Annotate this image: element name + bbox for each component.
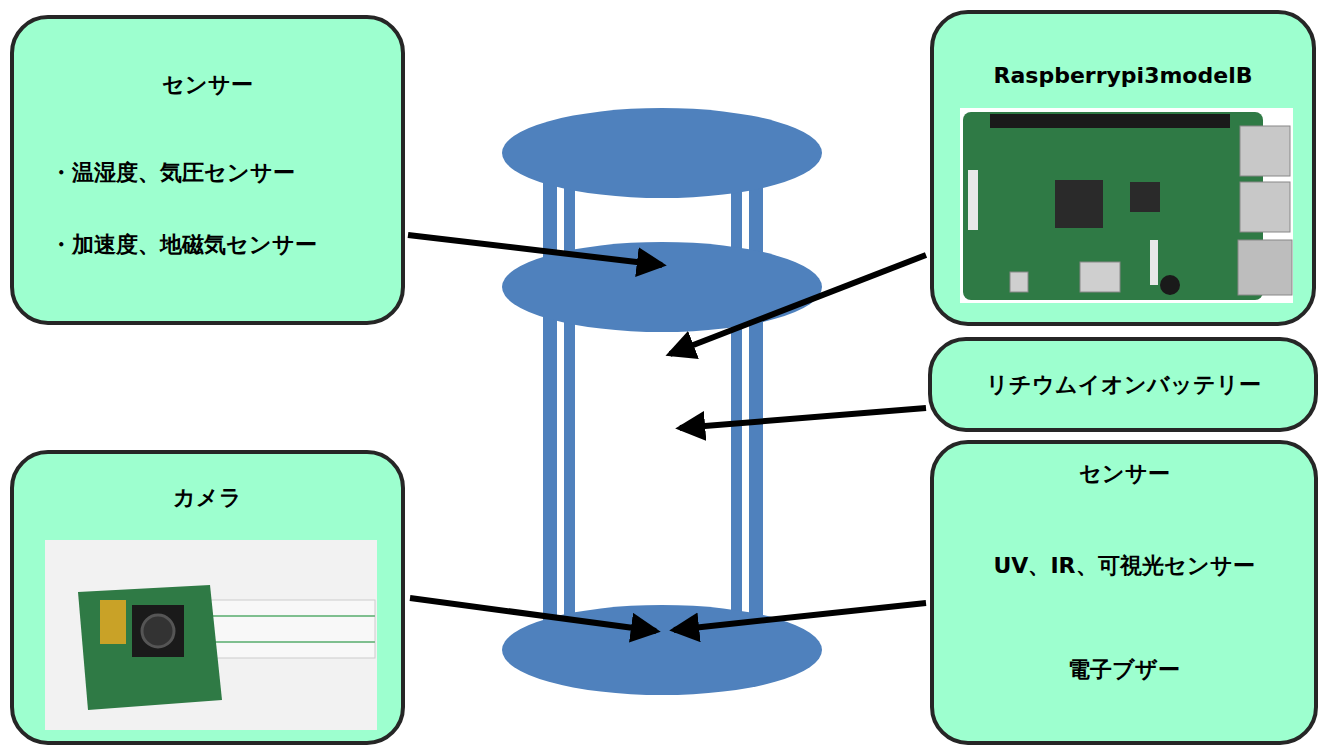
- display-connector: [968, 170, 978, 230]
- sensor-box: センサー・温湿度、気圧センサー・加速度、地磁気センサー: [10, 15, 405, 325]
- camera-lens: [142, 615, 174, 647]
- flex-connector: [100, 600, 126, 644]
- sensor-box: センサー UV、IR、可視光センサー電子ブザー: [930, 440, 1318, 745]
- ethernet-port: [1238, 240, 1292, 295]
- photo-ground: [45, 540, 377, 730]
- box-heading: センサー: [934, 460, 1314, 489]
- camera-board: [78, 585, 222, 710]
- pcb-board: [963, 112, 1263, 300]
- box-text: ・温湿度、気圧センサー: [50, 159, 295, 188]
- hdmi-port: [1080, 262, 1120, 292]
- board-box: Raspberrypi3modelB: [930, 10, 1316, 326]
- camera-box: カメラ: [10, 450, 405, 745]
- camera-connector: [1150, 240, 1158, 285]
- leader-arrow: [670, 255, 926, 354]
- box-heading: リチウムイオンバッテリー: [932, 371, 1314, 400]
- support-rod: [749, 180, 763, 640]
- leader-arrow: [674, 603, 926, 630]
- support-rod: [564, 180, 575, 640]
- gpio-header: [990, 114, 1230, 128]
- box-heading: カメラ: [14, 484, 401, 513]
- soc-chip: [1055, 180, 1103, 228]
- photo-ground: [960, 108, 1293, 303]
- leader-arrow: [408, 235, 662, 265]
- top-plate: [502, 108, 822, 198]
- leader-arrow: [680, 408, 926, 428]
- camera-module: [132, 605, 184, 657]
- box-heading: センサー: [14, 71, 401, 100]
- box-heading: Raspberrypi3modelB: [934, 62, 1312, 91]
- ribbon-stripe: [200, 641, 375, 643]
- usb-chip: [1130, 182, 1160, 212]
- usb-port: [1240, 182, 1290, 232]
- box-text: ・加速度、地磁気センサー: [50, 231, 317, 260]
- box-text: 電子ブザー: [934, 656, 1314, 685]
- middle-plate: [502, 242, 822, 332]
- leader-arrow: [410, 598, 656, 631]
- power-port: [1010, 272, 1028, 292]
- ribbon-stripe: [200, 615, 375, 617]
- usb-port: [1240, 126, 1290, 176]
- camera-photo: [45, 540, 377, 730]
- raspberry-pi-photo: [960, 108, 1293, 303]
- ribbon-cable: [200, 600, 375, 658]
- box-text: UV、IR、可視光センサー: [934, 552, 1314, 581]
- battery-box: リチウムイオンバッテリー: [928, 337, 1318, 432]
- audio-jack: [1160, 275, 1180, 295]
